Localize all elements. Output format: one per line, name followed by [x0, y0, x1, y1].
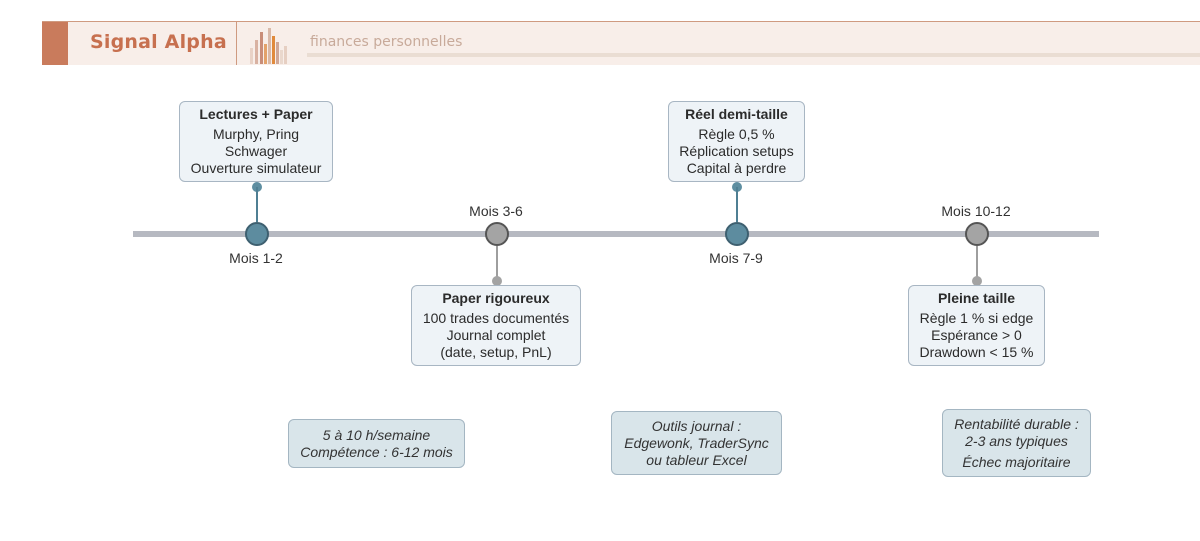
- note-line: 2-3 ans typiques: [965, 432, 1068, 449]
- milestone-card-line: Capital à perdre: [686, 160, 787, 176]
- note-card-2: Outils journal : Edgewonk, TraderSync ou…: [611, 411, 782, 475]
- header-banner: Signal Alpha finances personnelles: [42, 21, 1200, 65]
- period-label: Mois 1-2: [229, 250, 283, 266]
- milestone-marker-1: [245, 222, 269, 246]
- timeline-axis: [133, 231, 1099, 237]
- milestone-card-line: Réplication setups: [679, 143, 794, 159]
- milestone-card-line: Drawdown < 15 %: [919, 344, 1034, 360]
- milestone-card-line: 100 trades documentés: [422, 310, 570, 326]
- milestone-card-title: Paper rigoureux: [442, 290, 550, 306]
- milestone-marker-2: [485, 222, 509, 246]
- milestone-card-line: Règle 0,5 %: [698, 126, 775, 142]
- milestone-card-1: Lectures + Paper Murphy, Pring Schwager …: [179, 101, 333, 182]
- note-line: Outils journal :: [651, 417, 742, 434]
- connector-line: [976, 246, 978, 279]
- connector-line: [736, 187, 738, 222]
- milestone-card-title: Réel demi-taille: [685, 106, 788, 122]
- milestone-card-line: Journal complet: [446, 327, 546, 343]
- milestone-card-line: Espérance > 0: [931, 327, 1022, 343]
- period-label: Mois 10-12: [941, 203, 1011, 219]
- note-line: Échec majoritaire: [962, 453, 1071, 470]
- milestone-card-4: Pleine taille Règle 1 % si edge Espéranc…: [908, 285, 1045, 366]
- connector-dot: [972, 276, 982, 286]
- milestone-marker-3: [725, 222, 749, 246]
- subtitle-rule: [307, 53, 1200, 57]
- milestone-card-3: Réel demi-taille Règle 0,5 % Réplication…: [668, 101, 805, 182]
- note-card-1: 5 à 10 h/semaine Compétence : 6-12 mois: [288, 419, 465, 468]
- bar-chart-logo-icon: [250, 28, 287, 64]
- milestone-card-title: Pleine taille: [937, 290, 1016, 306]
- milestone-marker-4: [965, 222, 989, 246]
- milestone-card-line: Ouverture simulateur: [190, 160, 322, 176]
- connector-line: [256, 187, 258, 222]
- header-divider: [236, 22, 237, 65]
- period-label: Mois 7-9: [709, 250, 763, 266]
- note-line: 5 à 10 h/semaine: [322, 426, 431, 443]
- note-line: Rentabilité durable :: [954, 415, 1079, 432]
- milestone-card-line: (date, setup, PnL): [440, 344, 552, 360]
- note-line: ou tableur Excel: [646, 451, 747, 468]
- connector-dot: [492, 276, 502, 286]
- note-line: Edgewonk, TraderSync: [624, 434, 769, 451]
- milestone-card-title: Lectures + Paper: [199, 106, 313, 122]
- milestone-card-line: Murphy, Pring: [212, 126, 300, 142]
- header-subtitle: finances personnelles: [310, 34, 463, 50]
- brand-title: Signal Alpha: [90, 31, 227, 53]
- period-label: Mois 3-6: [469, 203, 523, 219]
- connector-line: [496, 246, 498, 279]
- milestone-card-line: Règle 1 % si edge: [919, 310, 1034, 326]
- note-card-3: Rentabilité durable : 2-3 ans typiques É…: [942, 409, 1091, 477]
- note-line: Compétence : 6-12 mois: [300, 443, 453, 460]
- header-accent-block: [42, 22, 68, 65]
- milestone-card-2: Paper rigoureux 100 trades documentés Jo…: [411, 285, 581, 366]
- milestone-card-line: Schwager: [224, 143, 288, 159]
